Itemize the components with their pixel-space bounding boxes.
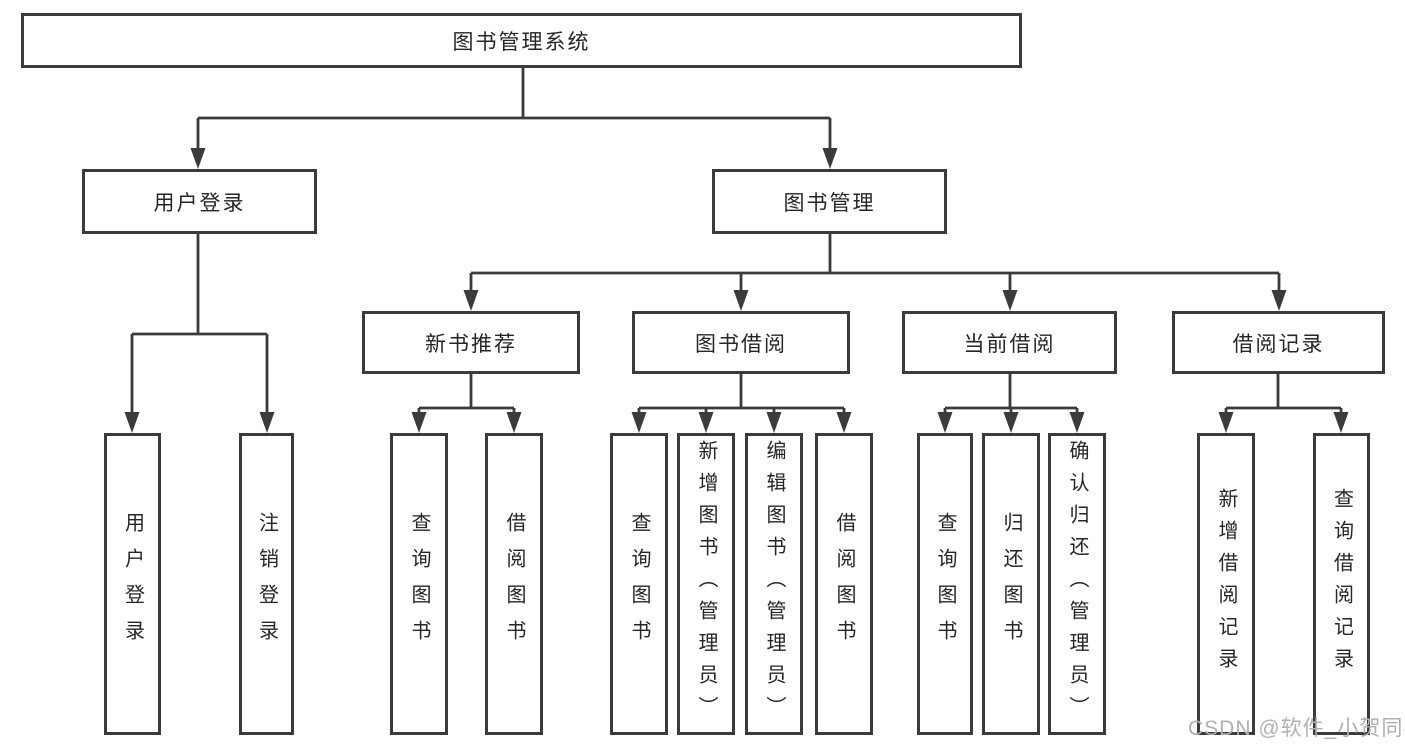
connector-borrow-record-children (1218, 374, 1349, 433)
node-nb-borrow-book: 借阅图书 (485, 433, 543, 735)
node-bb-query-book-label: 查询图书 (628, 512, 650, 656)
node-cb-confirm-return-label: 确认归还（管理员） (1066, 440, 1088, 728)
node-cb-query-book: 查询图书 (917, 433, 973, 735)
connector-new-book-recommend-children (411, 374, 522, 433)
node-nb-borrow-book-label: 借阅图书 (503, 512, 525, 656)
node-book-borrow: 图书借阅 (632, 311, 850, 374)
connector-book-management-children (463, 234, 1287, 311)
node-bb-edit-book: 编辑图书（管理员） (745, 433, 803, 735)
csdn-watermark: CSDN @软件_小贺同学 (1188, 717, 1405, 740)
node-br-query-record-label: 查询借阅记录 (1330, 488, 1353, 680)
node-bb-edit-book-label: 编辑图书（管理员） (763, 440, 785, 728)
connector-current-borrow-children (937, 374, 1085, 433)
node-cb-confirm-return: 确认归还（管理员） (1048, 433, 1106, 735)
node-borrow-record: 借阅记录 (1172, 311, 1385, 374)
node-bb-add-book: 新增图书（管理员） (677, 433, 735, 735)
node-bb-add-book-label: 新增图书（管理员） (695, 440, 717, 728)
node-logout-label: 注销登录 (255, 512, 278, 656)
node-login-label: 用户登录 (121, 512, 144, 656)
node-new-book-recommend: 新书推荐 (362, 311, 580, 374)
node-book-management: 图书管理 (712, 169, 947, 234)
node-br-add-record: 新增借阅记录 (1197, 433, 1255, 735)
node-nb-query-book-label: 查询图书 (408, 512, 430, 656)
node-current-borrow: 当前借阅 (902, 311, 1117, 374)
node-bb-query-book: 查询图书 (610, 433, 668, 735)
connector-book-borrow-children (631, 374, 852, 433)
node-login: 用户登录 (104, 433, 161, 735)
node-cb-query-book-label: 查询图书 (934, 512, 956, 656)
node-cb-return-book-label: 归还图书 (1000, 512, 1022, 656)
connector-root-to-level2 (190, 68, 838, 169)
node-nb-query-book: 查询图书 (390, 433, 448, 735)
node-cb-return-book: 归还图书 (982, 433, 1040, 735)
node-root: 图书管理系统 (21, 13, 1022, 68)
node-bb-borrow-book: 借阅图书 (815, 433, 873, 735)
node-br-query-record: 查询借阅记录 (1313, 433, 1370, 735)
node-logout: 注销登录 (239, 433, 294, 735)
node-bb-borrow-book-label: 借阅图书 (833, 512, 855, 656)
connector-user-login-children (124, 234, 275, 433)
node-br-add-record-label: 新增借阅记录 (1215, 488, 1237, 680)
node-user-login: 用户登录 (82, 169, 317, 234)
